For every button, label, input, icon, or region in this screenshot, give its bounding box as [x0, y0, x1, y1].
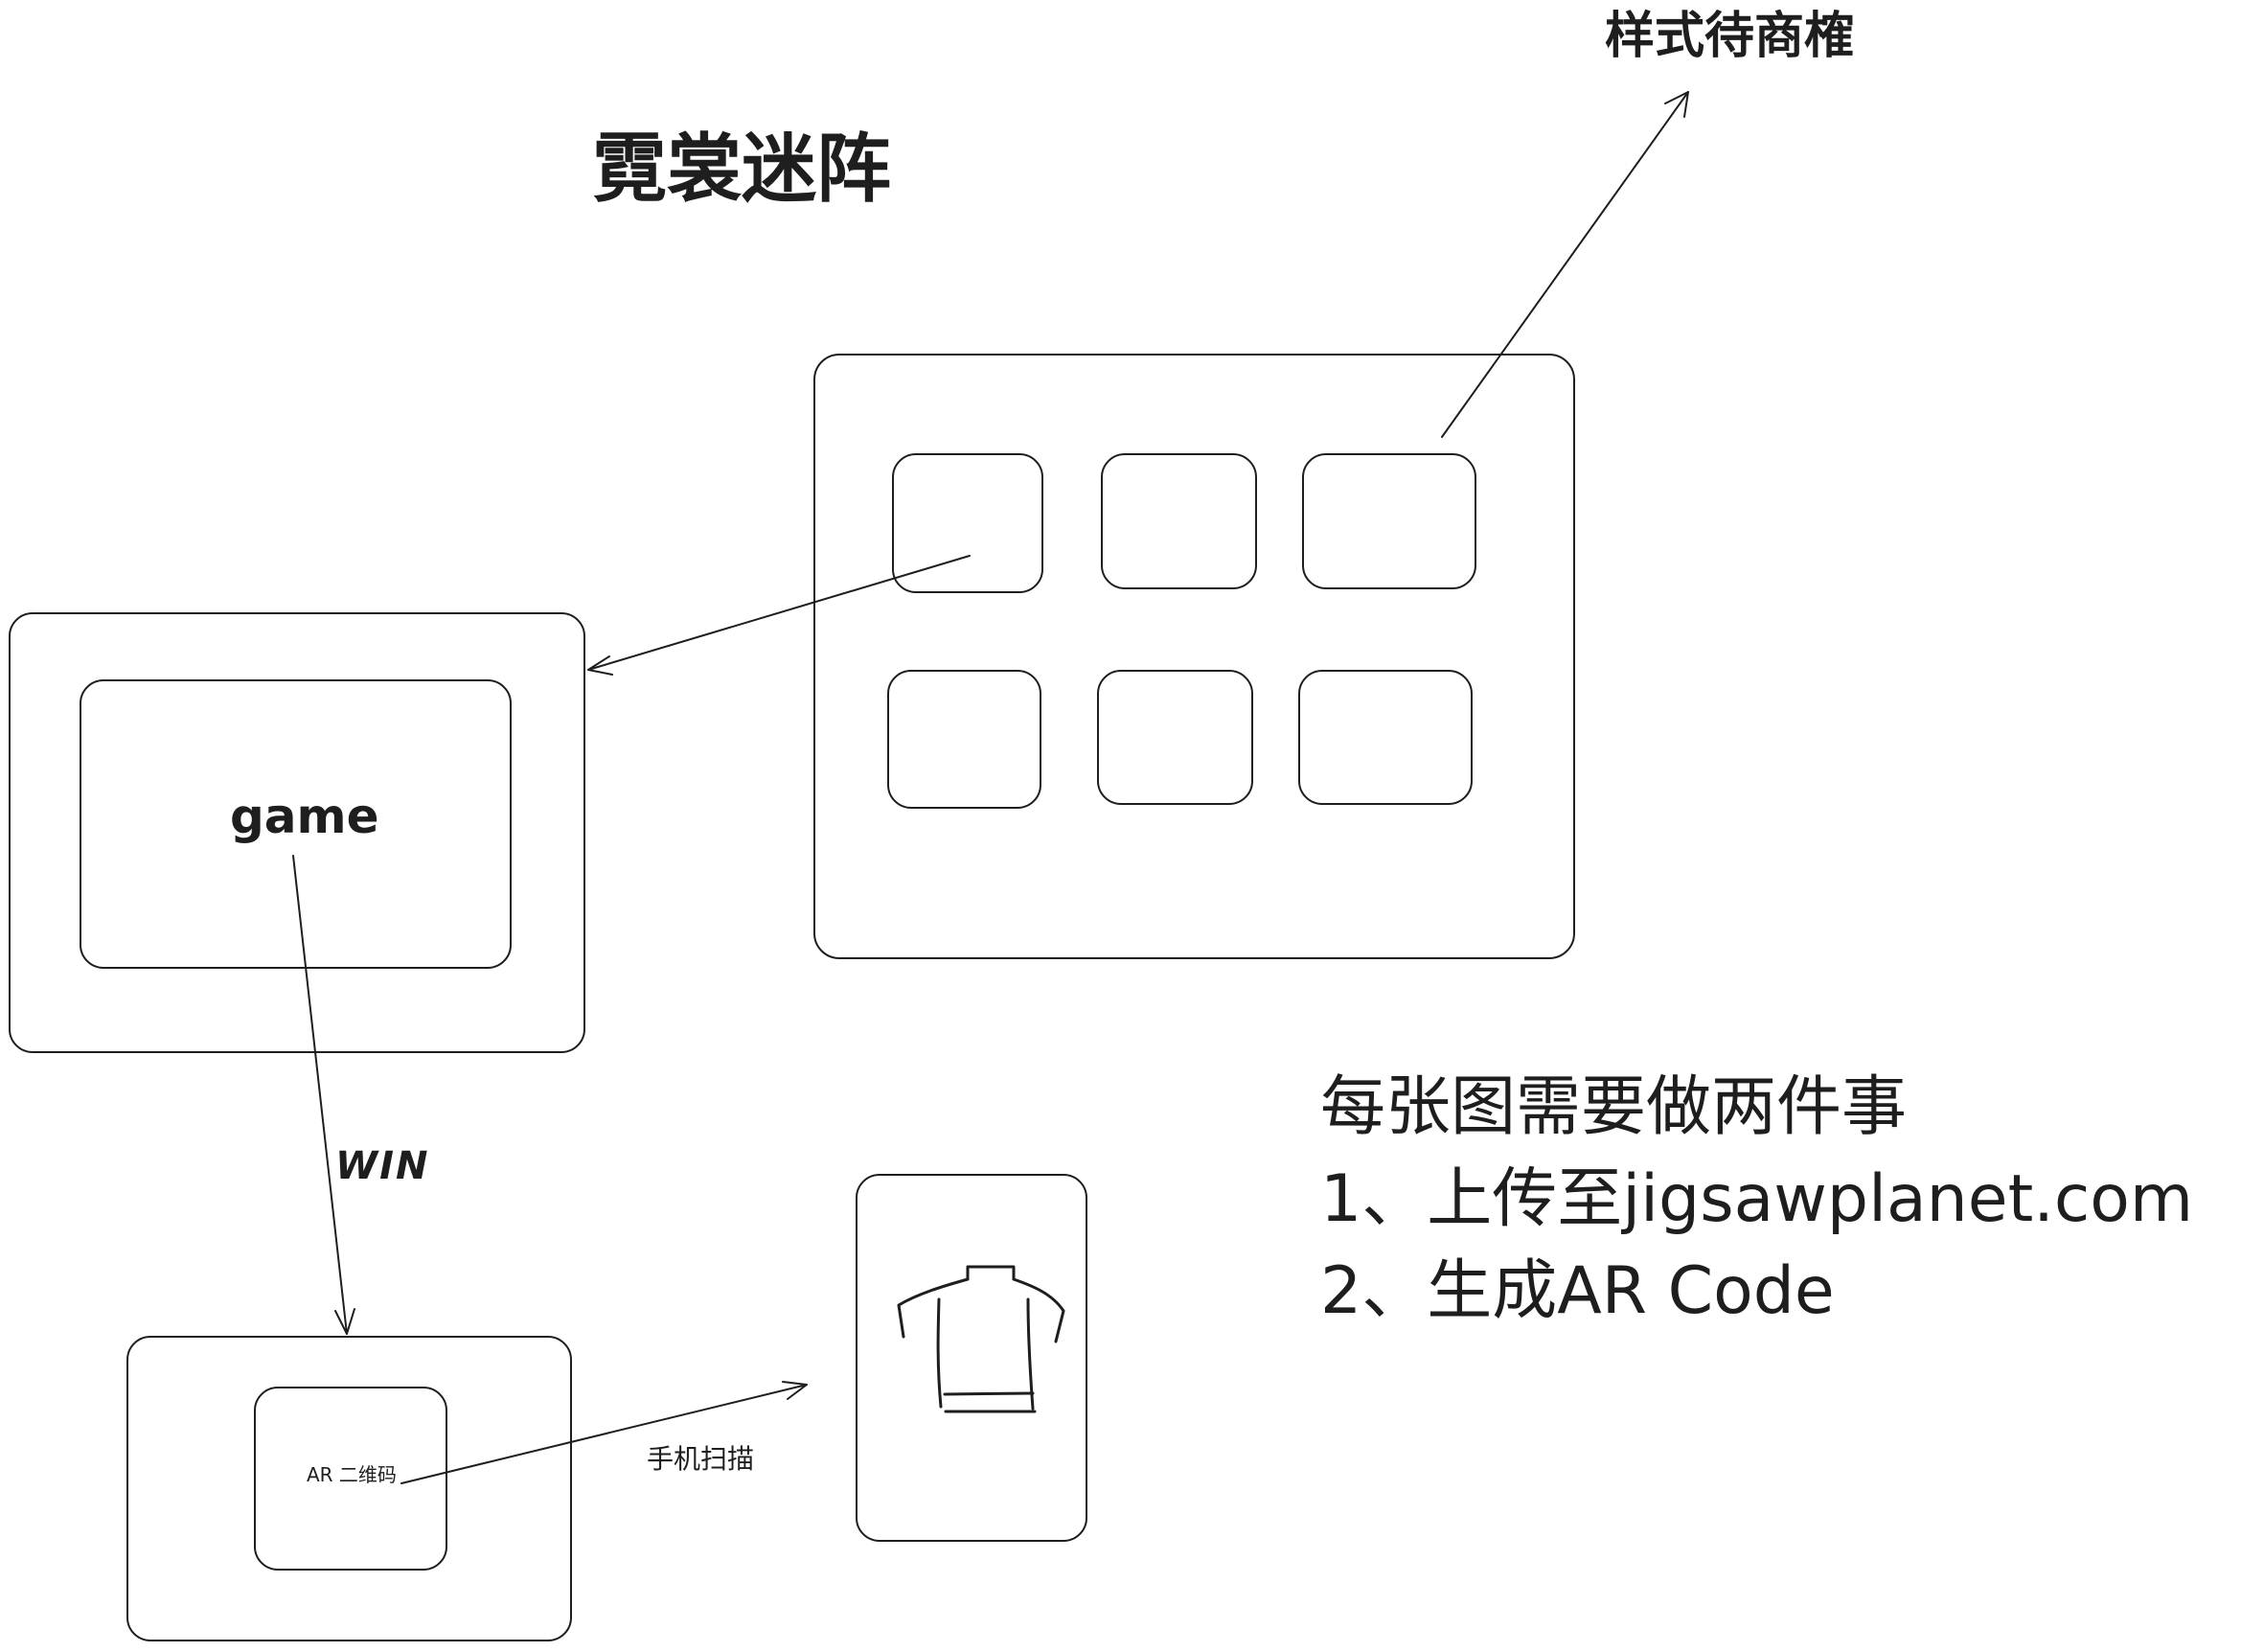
gallery-thumbnail-2 — [1101, 453, 1257, 589]
style-note-label: 样式待商榷 — [1605, 8, 1855, 65]
gallery-thumbnail-3 — [1302, 453, 1476, 589]
phone-scan-label: 手机扫描 — [647, 1443, 755, 1475]
tshirt-icon — [897, 1265, 1065, 1413]
win-frame — [126, 1336, 572, 1641]
gallery-thumbnail-6 — [1298, 670, 1473, 805]
ar-qrcode-box — [254, 1387, 447, 1571]
arrow-ar-to-phone — [400, 1381, 808, 1484]
ar-qrcode-label: AR 二维码 — [307, 1463, 397, 1486]
gallery-thumbnail-1 — [892, 453, 1043, 593]
gallery-thumbnail-4 — [887, 670, 1041, 809]
todo-step-1: 1、上传至jigsawplanet.com — [1320, 1161, 2194, 1237]
gallery-panel — [813, 354, 1575, 959]
game-label: game — [230, 789, 379, 844]
gallery-thumbnail-5 — [1097, 670, 1253, 805]
arrow-thumbnail-to-game — [587, 555, 971, 676]
page-title: 霓裳迷阵 — [592, 126, 892, 213]
todo-step-2: 2、生成AR Code — [1320, 1253, 1835, 1329]
arrow-style-note — [1441, 91, 1689, 438]
arrow-game-to-win — [292, 855, 355, 1335]
win-label: WIN — [335, 1144, 430, 1188]
todo-notes: 每张图需要做两件事 1、上传至jigsawplanet.com 2、生成AR C… — [1320, 1062, 2193, 1338]
game-frame — [9, 612, 585, 1053]
todo-heading: 每张图需要做两件事 — [1320, 1069, 1908, 1145]
game-screen — [80, 679, 512, 969]
phone-frame — [856, 1174, 1087, 1542]
